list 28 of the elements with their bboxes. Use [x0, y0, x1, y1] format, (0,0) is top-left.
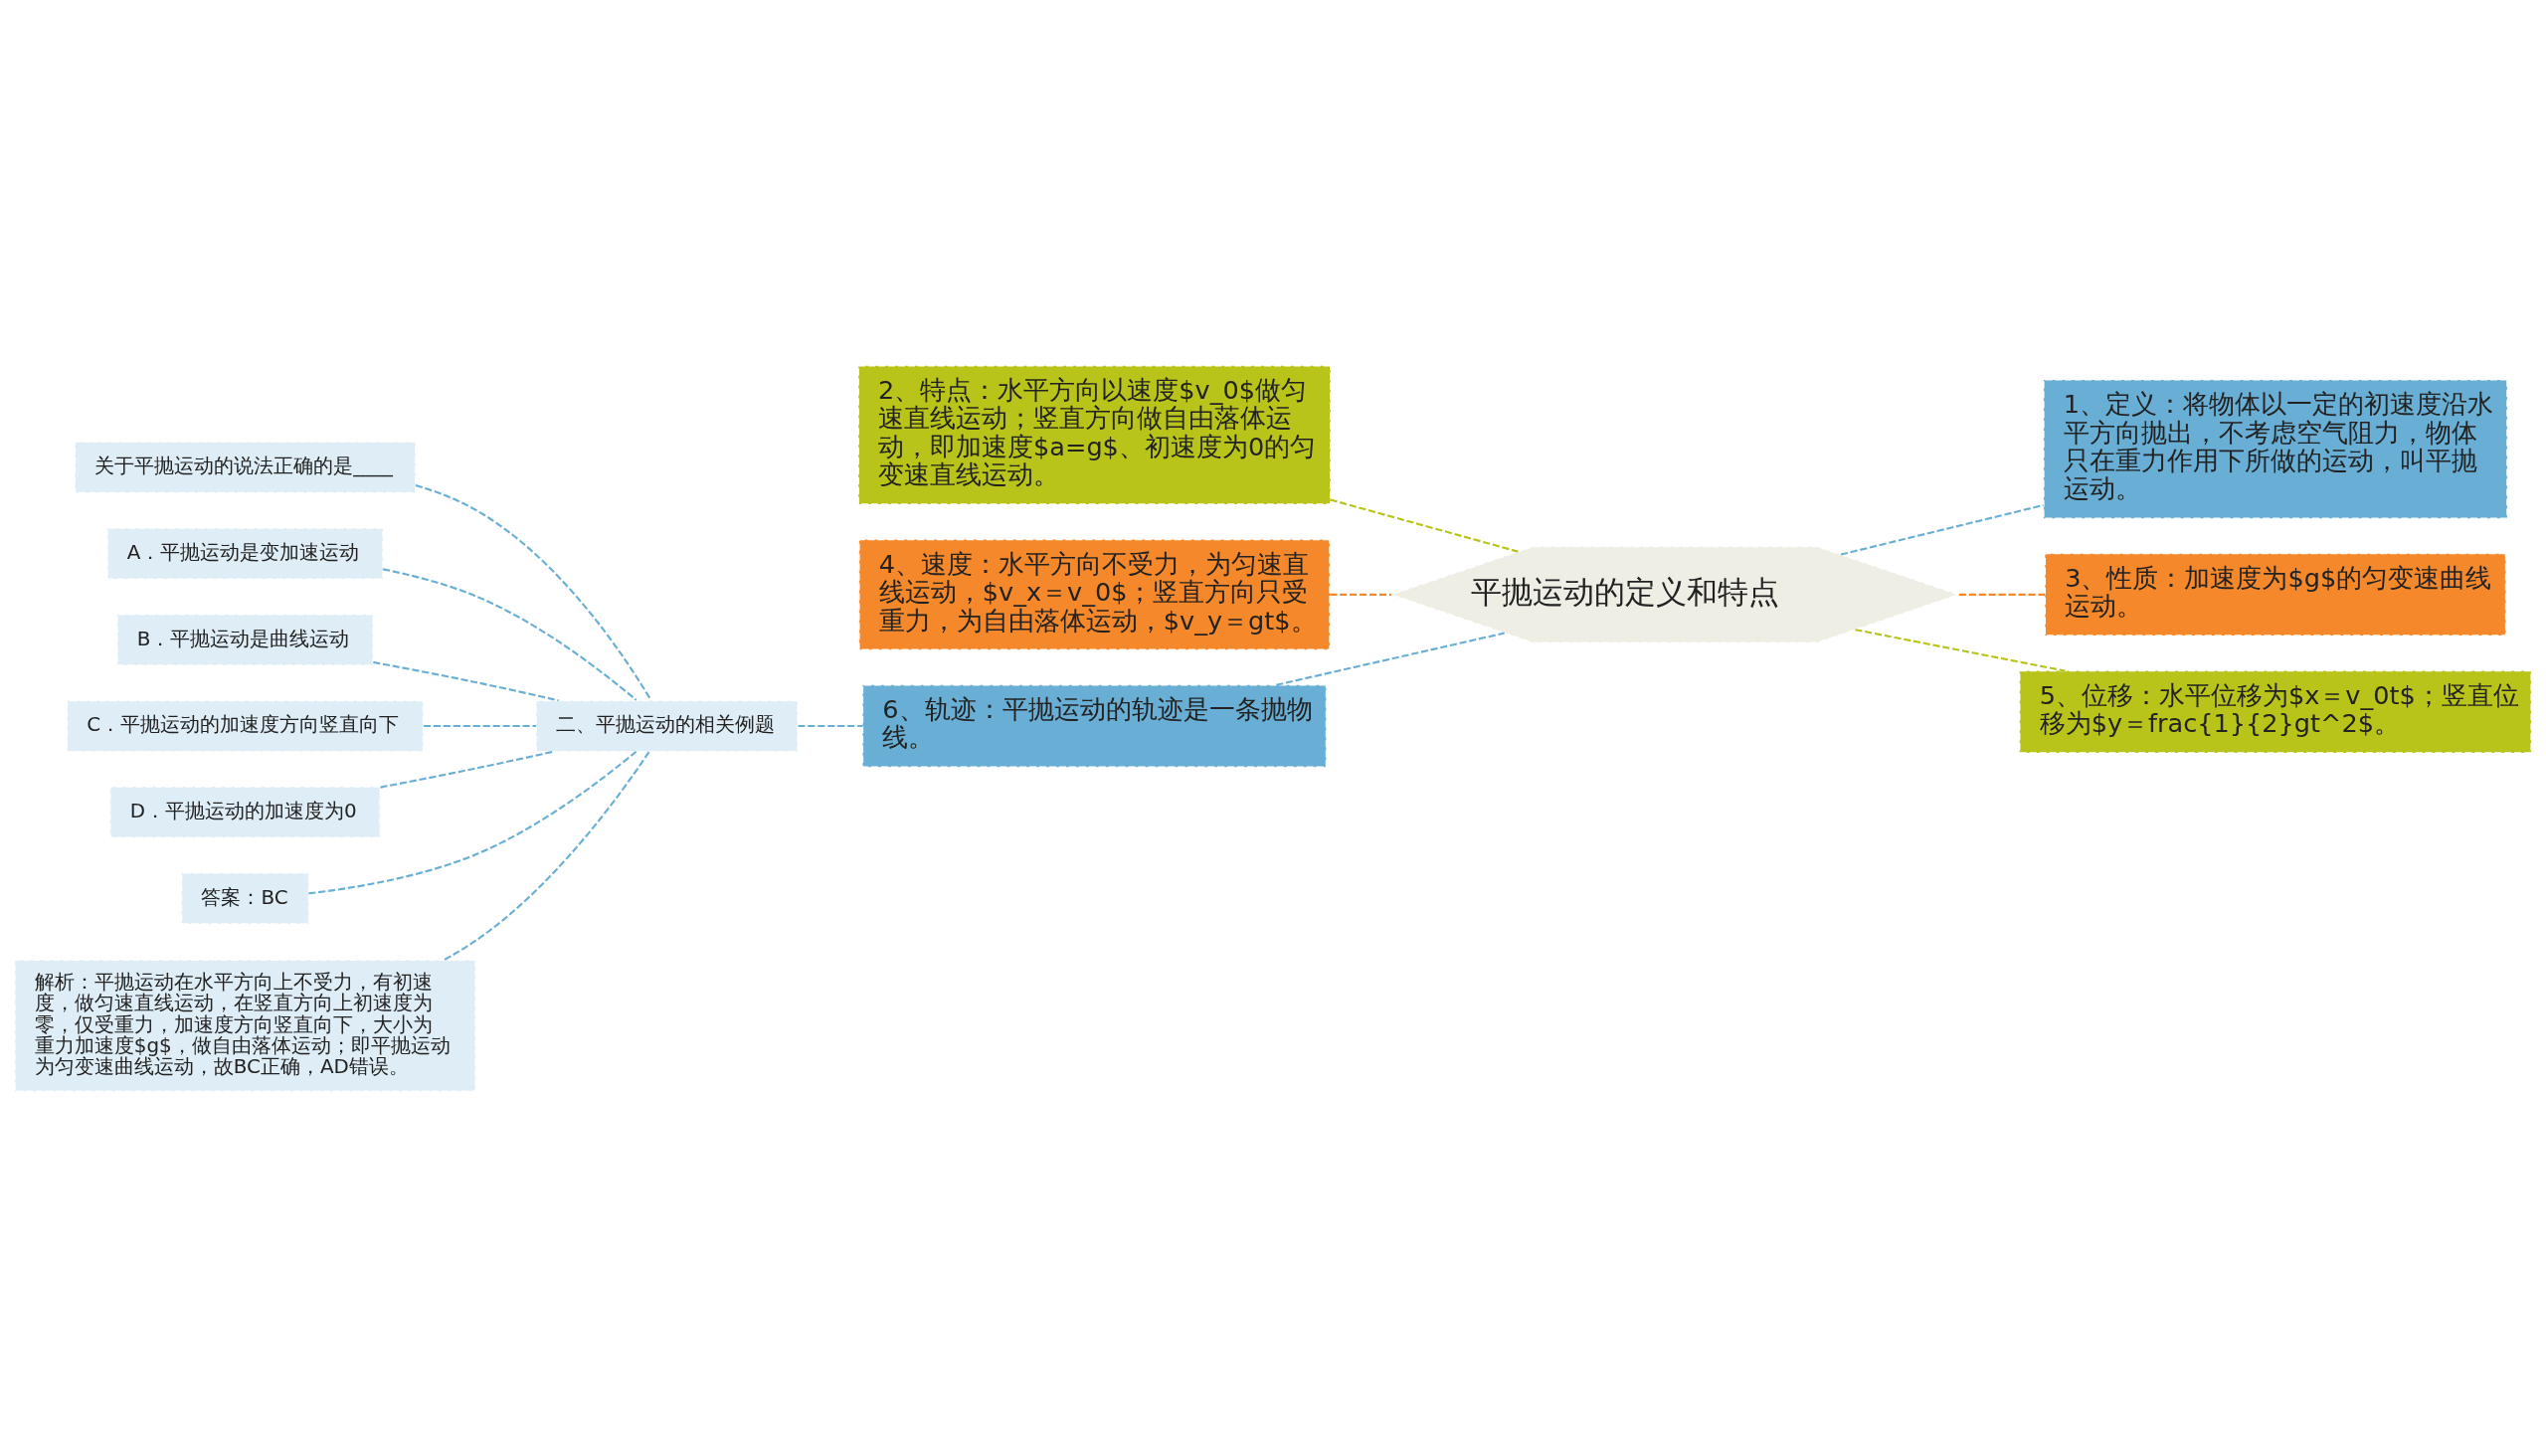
- node-box: C．平抛运动的加速度方向竖直向下: [66, 699, 425, 752]
- connector: [373, 660, 559, 701]
- connector: [444, 750, 650, 961]
- node-box: 关于平抛运动的说法正确的是____: [74, 441, 417, 493]
- connector: [423, 724, 537, 727]
- node-box: 6、轨迹：平抛运动的轨迹是一条抛物线。: [861, 683, 1328, 768]
- connector: [1855, 628, 2066, 672]
- node-box: 4、速度：水平方向不受力，为匀速直线运动，$v_x＝v_0$；竖直方向只受重力，为自由落体运动，$v_y＝gt$。: [858, 538, 1331, 650]
- node-box: 解析：平抛运动在水平方向上不受力，有初速度，做匀速直线运动，在竖直方向上初速度为零，仅受重力，加速度方向竖直向下，大小为重力加速度$g$，做自由落体运动；即平抛运动为匀变速曲线运动，故BC正确，AD错误。: [14, 958, 476, 1092]
- connector: [1958, 593, 2046, 596]
- node-box: 1、定义：将物体以一定的初速度沿水平方向抛出，不考虑空气阻力，物体只在重力作用下所做的运动，叫平抛运动。: [2043, 378, 2508, 519]
- connector: [1330, 497, 1519, 553]
- node-box: 3、性质：加速度为$g$的匀变速曲线运动。: [2044, 552, 2507, 637]
- connector: [380, 750, 555, 789]
- node-box: 答案：BC: [180, 871, 310, 925]
- connector: [798, 724, 863, 727]
- node-box: D．平抛运动的加速度为0: [109, 785, 381, 838]
- connector: [1840, 503, 2044, 556]
- node-box: 二、平抛运动的相关例题: [535, 699, 799, 752]
- connector: [382, 567, 637, 701]
- connector: [415, 483, 652, 701]
- connector: [1330, 593, 1391, 596]
- connector: [308, 750, 637, 894]
- node-box: 5、位移：水平位移为$x＝v_0t$；竖直位移为$y＝frac{1}{2}gt^2$。: [2019, 669, 2532, 754]
- node-box: A．平抛运动是变加速运动: [106, 526, 384, 580]
- node-box: B．平抛运动是曲线运动: [116, 613, 374, 666]
- connector: [1276, 632, 1505, 686]
- node-box: 2、特点：水平方向以速度$v_0$做匀速直线运动；竖直方向做自由落体运动，即加速度$a=g$、初速度为0的匀变速直线运动。: [857, 364, 1332, 505]
